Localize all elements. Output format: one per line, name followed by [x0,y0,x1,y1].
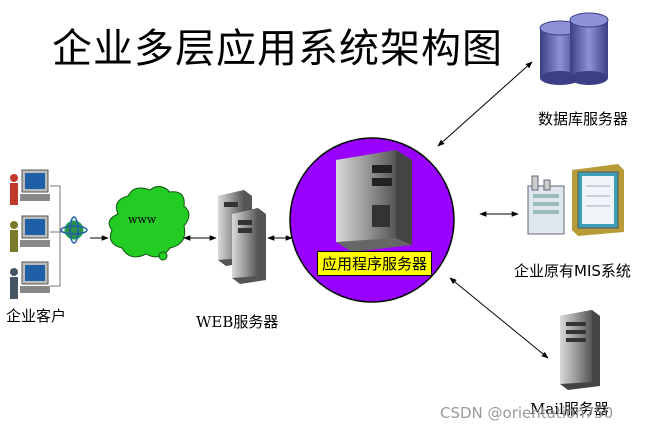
watermark: CSDN @orientation750 [440,404,614,422]
internet-cloud [108,186,190,258]
arrow-app-db [437,61,533,147]
clients-label: 企业客户 [6,307,67,325]
database-icon [539,12,609,85]
clients-icon [10,169,68,299]
arrow-app-mail [449,277,549,359]
web-server-icon [218,190,266,284]
internet-label: www [128,213,157,226]
app-server-icon [336,150,412,252]
app-server-label: 应用程序服务器 [317,251,433,276]
page-title: 企业多层应用系统架构图 [52,26,503,72]
mail-server-label: Mail服务器 [530,400,609,418]
mail-server-icon [560,310,600,390]
network-hub-icon [60,216,88,244]
db-server-label: 数据库服务器 [538,110,629,128]
mis-label: 企业原有MIS系统 [514,262,631,280]
mis-system-icon [527,164,624,236]
web-server-label: WEB服务器 [196,313,279,331]
